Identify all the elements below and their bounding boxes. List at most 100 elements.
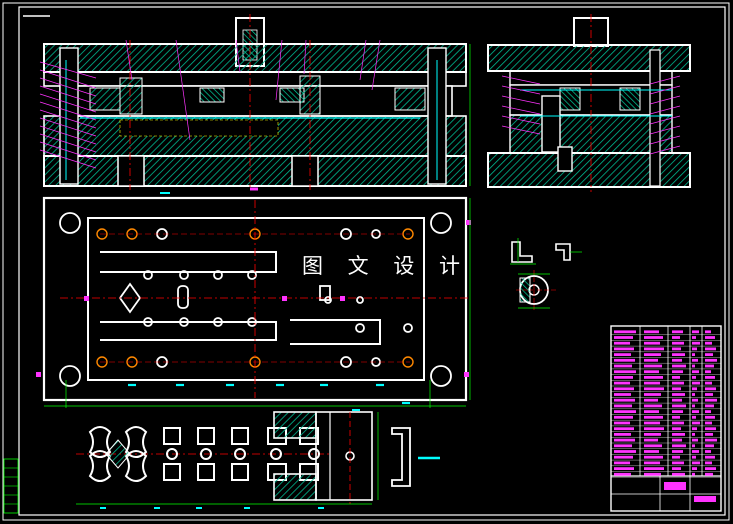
title-block-cell [644,330,659,334]
title-block-cell [644,450,659,453]
title-block-cell [644,370,659,374]
title-block-cell [614,410,636,413]
plan-view-lower-die [36,187,471,408]
title-block-cell [614,450,636,453]
title-block-cell [644,353,661,356]
title-block-cell [644,438,658,442]
title-block-cell [692,472,695,476]
title-block-cell [614,381,630,385]
title-block-cell [672,455,680,459]
title-block-cell [692,467,697,470]
title-block-cell [672,472,685,476]
title-block-cell [644,461,660,465]
title-block-cell [614,461,630,465]
title-block-cell [614,358,635,362]
title-block-cell [644,398,658,402]
title-block-cell [692,381,700,385]
title-block-cell [705,461,712,465]
title-block-cell [672,438,682,442]
title-block-cell [672,398,682,402]
title-block-cell [644,341,660,345]
title-block-cell [614,444,632,448]
title-block-cell [644,358,658,362]
title-block-cell [705,387,716,391]
title-block-cell [705,370,711,374]
title-block-cell [692,358,698,362]
title-block-cell [614,467,634,470]
title-block-cell [672,387,681,391]
revision-table [3,458,19,514]
title-block-cell [614,336,633,339]
title-block-cell [614,433,631,436]
title-block-cell [705,398,717,402]
side-section-view [487,14,691,192]
title-block-cell [614,415,633,419]
title-block-cell [705,472,713,476]
title-block-cell [692,427,697,431]
title-block-cell [644,415,663,419]
title-block-cell [644,421,660,425]
watermark-text: 图 文 设 计 [302,254,470,278]
title-block-cell [672,444,686,448]
title-block-cell [614,341,630,345]
title-block-cell [614,387,634,391]
title-block-cell [672,467,681,470]
title-block-cell [692,433,695,436]
title-block-cell [692,398,698,402]
title-block-cell [692,376,696,379]
title-block-rows [611,330,721,478]
title-block-cell [705,467,716,470]
title-block-cell [692,438,698,442]
title-block-cell [644,393,661,396]
title-block-cell [692,387,697,391]
title-block-cell [705,404,714,408]
title-block-cell [672,370,683,374]
title-block-cell [705,341,712,345]
title-block-cell [614,398,635,402]
title-block-cell [672,341,684,345]
title-block-cell [705,336,715,339]
title-block-cell [692,370,699,374]
title-block-cell [692,404,695,408]
title-block-cell [672,330,683,334]
title-block-cell [672,421,684,425]
title-block-cell [705,438,717,442]
title-block-cell [692,410,699,413]
title-block-cell [672,347,681,351]
title-block-cell [692,330,699,334]
title-block-cell [672,376,680,379]
title-block-cell [644,347,664,351]
title-block-cell [672,364,686,368]
title-block-cell [705,410,711,413]
title-block-cell [672,427,681,431]
title-block [610,325,722,512]
title-block-cell [614,404,632,408]
title-block-cell [692,336,696,339]
title-block-cell [672,358,682,362]
title-block-cell [692,364,695,368]
title-block-cell [672,415,680,419]
title-block-cell [705,427,716,431]
title-block-cell [614,438,635,442]
title-block-cell [705,353,713,356]
title-block-cell [672,404,686,408]
title-block-cell [672,433,685,436]
title-block-cell [692,347,697,351]
title-block-cell [705,381,712,385]
title-block-cell [614,427,634,431]
title-block-cell [614,472,631,476]
title-block-cell [692,415,696,419]
detail-part-views [510,238,582,312]
title-block-cell [644,376,663,379]
title-block-cell [644,410,659,413]
title-block-cell [705,376,715,379]
title-block-cell [672,410,683,413]
title-block-cell [705,358,717,362]
title-block-cell [705,450,711,453]
title-block-cell [614,393,631,396]
title-block-cell [644,404,662,408]
title-block-cell [672,336,680,339]
title-block-cell [692,353,695,356]
title-block-cell [614,370,636,374]
